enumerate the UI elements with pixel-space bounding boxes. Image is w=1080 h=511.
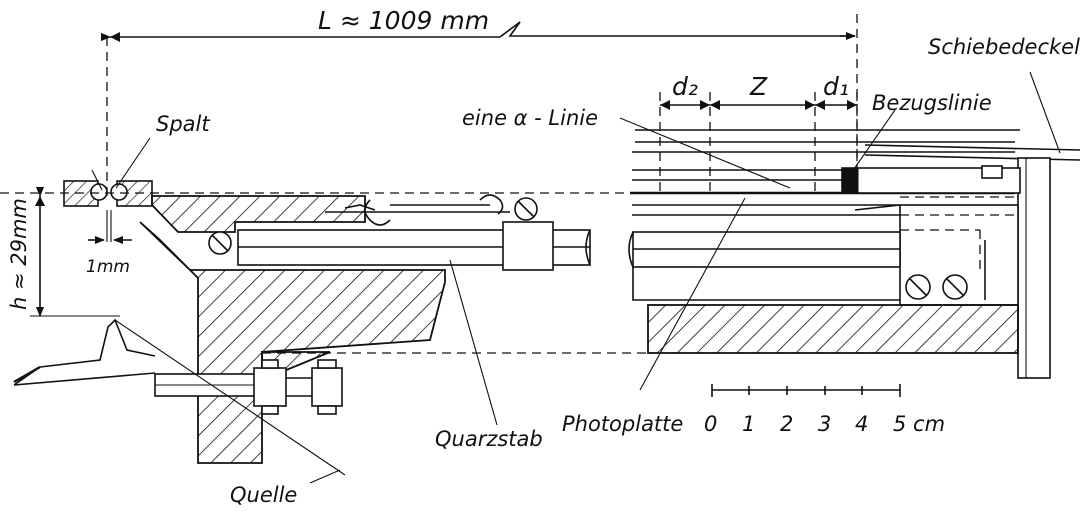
photoplatte-label: Photoplatte [562, 412, 683, 436]
leader-lines [114, 71, 1061, 484]
d2-label: d₂ [672, 72, 698, 101]
scale-tick-3: 3 [818, 412, 831, 436]
source-assembly [13, 318, 343, 415]
quartz-rod-left [237, 194, 591, 271]
quartz-rod-right [628, 231, 901, 301]
alpha-line-label: eine α - Linie [462, 106, 598, 130]
bezugslinie-label: Bezugslinie [872, 91, 992, 115]
quelle-label: Quelle [230, 483, 297, 507]
length-dimension [101, 14, 858, 200]
schiebedeckel-label: Schiebedeckel [928, 35, 1080, 59]
z-label: Z [749, 72, 768, 101]
right-base [262, 304, 1019, 354]
scale-tick-1: 1 [742, 412, 755, 436]
scale-tick-0: 0 [704, 412, 717, 436]
slit-assembly [63, 137, 153, 244]
slit-width-label: 1mm [86, 257, 130, 277]
spalt-label: Spalt [156, 112, 210, 136]
scale-bar: 0 1 2 3 4 5 cm [704, 384, 945, 436]
d1-label: d₁ [823, 72, 849, 101]
scale-tick-4: 4 [855, 412, 868, 436]
plate-holder [630, 129, 1080, 379]
plate-dimensions [659, 92, 858, 195]
scale-tick-2: 2 [780, 412, 793, 436]
height-dimension [30, 187, 120, 317]
height-label: h ≈ 29mm [7, 198, 31, 310]
quarzstab-label: Quarzstab [435, 427, 543, 451]
length-label: L ≈ 1009 mm [318, 6, 489, 35]
scale-tick-5: 5 cm [893, 412, 945, 436]
